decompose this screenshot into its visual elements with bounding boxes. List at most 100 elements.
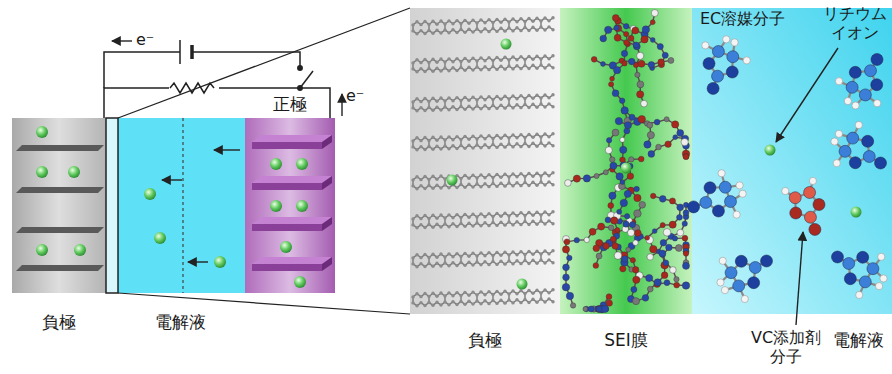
carbon-atom — [455, 252, 458, 255]
carbon-atom — [463, 147, 466, 150]
carbon-atom — [475, 65, 478, 68]
sei-atom — [620, 199, 627, 206]
sei-atom — [660, 223, 665, 228]
carbon-atom — [471, 107, 474, 110]
carbon-atom — [495, 134, 498, 137]
carbon-atom — [427, 217, 430, 220]
sei-atom — [670, 267, 677, 274]
carbon-atom — [507, 64, 510, 67]
lithium-ion — [270, 158, 282, 170]
carbon-atom — [459, 216, 462, 219]
carbon-atom — [431, 175, 434, 178]
carbon-atom — [551, 261, 554, 264]
carbon-atom — [455, 31, 458, 34]
carbon-atom — [463, 108, 466, 111]
hydrogen-atom — [733, 211, 740, 218]
sei-atom — [600, 62, 605, 67]
carbon-atom — [427, 61, 430, 64]
lithium-ion — [144, 188, 156, 200]
carbon-atom — [435, 138, 438, 141]
carbon-atom — [471, 134, 474, 137]
carbon-atom — [519, 250, 522, 253]
carbon-atom — [447, 303, 450, 306]
sei-atom — [605, 217, 611, 223]
leader-line — [796, 232, 803, 325]
carbon-atom — [455, 264, 458, 267]
carbon-atom — [419, 217, 422, 220]
sei-atom — [624, 190, 631, 197]
carbon-atom — [439, 252, 442, 255]
electron-label: e⁻ — [346, 86, 364, 105]
carbon-atom — [427, 67, 430, 70]
hydrogen-atom — [833, 160, 840, 167]
carbon-atom — [523, 58, 526, 61]
cathode-plate — [252, 183, 322, 190]
carbon-atom — [475, 176, 478, 179]
carbon-atom — [419, 184, 422, 187]
sei-atom — [647, 122, 653, 128]
ec-molecule — [717, 255, 773, 303]
carbon-atom — [415, 214, 418, 217]
ring-atom — [712, 205, 724, 217]
carbon-atom — [419, 256, 422, 259]
carbon-atom — [463, 213, 466, 216]
carbon-atom — [479, 290, 482, 293]
carbon-atom — [455, 303, 458, 306]
carbon-atom — [467, 144, 470, 147]
carbon-atom — [511, 29, 514, 32]
carbon-atom — [519, 29, 522, 32]
leader-line — [776, 48, 838, 142]
carbon-atom — [515, 97, 518, 100]
carbon-atom — [503, 94, 506, 97]
carbon-atom — [507, 136, 510, 139]
sei-atom — [641, 100, 648, 107]
ring-atom — [859, 276, 871, 288]
carbon-atom — [475, 215, 478, 218]
lithium-ion — [214, 256, 226, 268]
carbon-atom — [523, 20, 526, 23]
carbon-atom — [475, 221, 478, 224]
carbon-atom — [415, 175, 418, 178]
hydrogen-atom — [831, 138, 838, 145]
switch-contact — [298, 66, 302, 70]
carbon-atom — [507, 58, 510, 61]
sei-atom — [611, 217, 618, 224]
carbon-atom — [503, 301, 506, 304]
carbon-atom — [419, 178, 422, 181]
carbon-atom — [475, 260, 478, 263]
lithium-ion — [296, 158, 308, 170]
carbon-atom — [479, 68, 482, 71]
sei-atom — [623, 221, 629, 227]
hydrogen-atom — [856, 291, 863, 298]
carbon-atom — [411, 256, 414, 259]
carbon-atom — [479, 134, 482, 137]
carbon-atom — [515, 175, 518, 178]
carbon-atom — [503, 29, 506, 32]
sei-atom — [623, 24, 629, 30]
carbon-atom — [439, 225, 442, 228]
carbon-atom — [547, 63, 550, 66]
carbon-atom — [419, 223, 422, 226]
carbon-atom — [419, 106, 422, 109]
carbon-atom — [475, 293, 478, 296]
carbon-atom — [519, 262, 522, 265]
carbon-atom — [459, 300, 462, 303]
carbon-atom — [427, 295, 430, 298]
sei-atom — [601, 305, 608, 312]
carbon-atom — [515, 292, 518, 295]
carbon-atom — [439, 96, 442, 99]
cathode-plate — [252, 176, 332, 183]
carbon-atom — [515, 142, 518, 145]
carbon-atom — [547, 25, 550, 28]
electron-arrow — [112, 40, 132, 41]
carbon-atom — [459, 99, 462, 102]
carbon-atom — [431, 109, 434, 112]
carbon-atom — [431, 265, 434, 268]
carbon-atom — [519, 55, 522, 58]
carbon-atom — [515, 259, 518, 262]
carbon-atom — [415, 136, 418, 139]
carbon-atom — [443, 138, 446, 141]
carbon-atom — [543, 183, 546, 186]
carbon-atom — [519, 184, 522, 187]
sei-atom — [656, 144, 662, 150]
